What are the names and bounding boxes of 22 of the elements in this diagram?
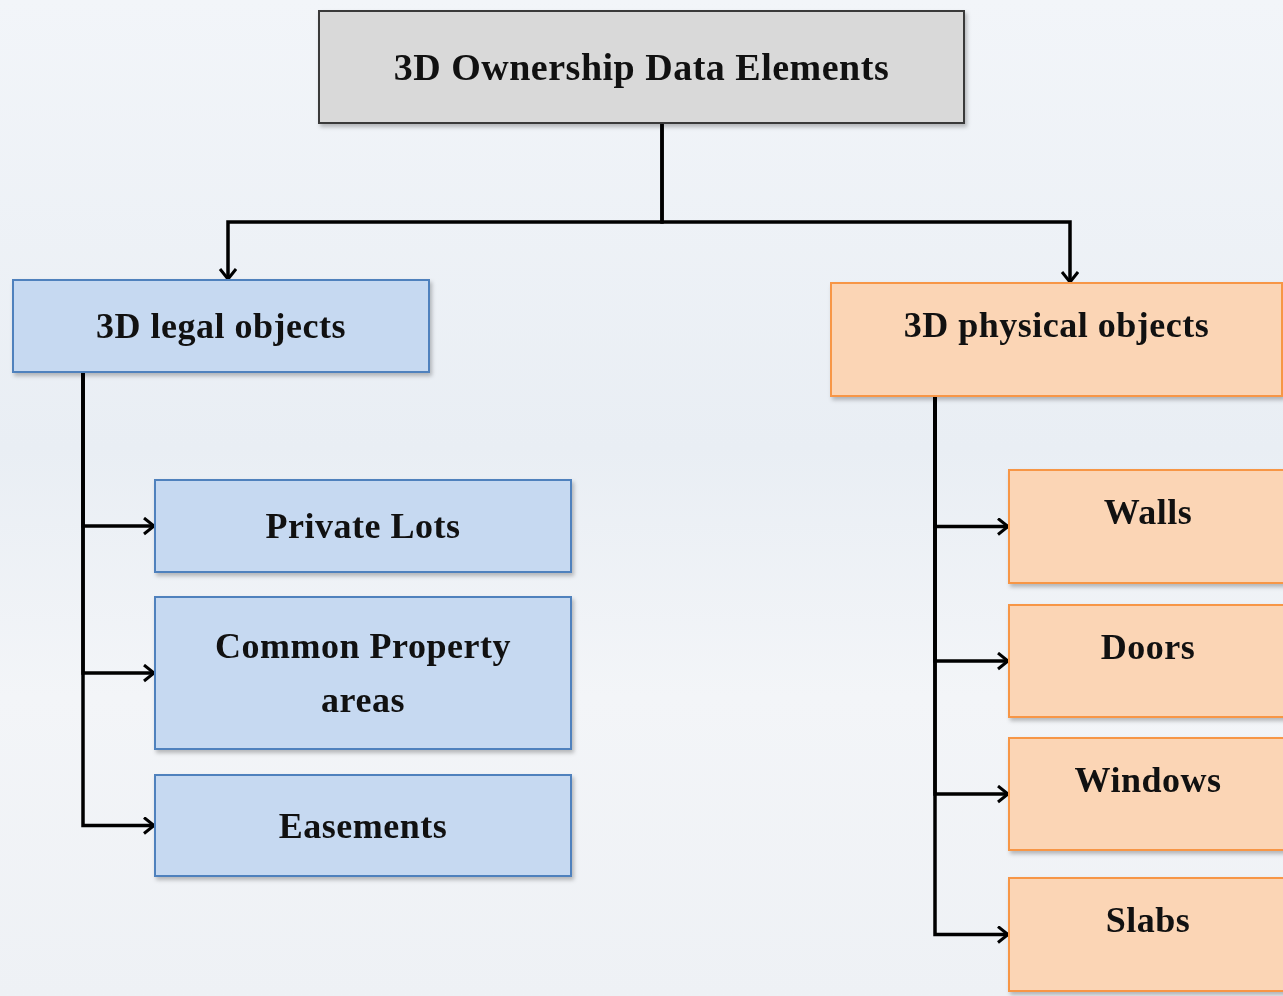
connector-arrow bbox=[660, 124, 1080, 284]
category-box bbox=[154, 596, 572, 750]
box-label: Doors bbox=[1100, 626, 1196, 669]
category-box bbox=[1008, 469, 1283, 584]
category-box bbox=[154, 479, 572, 573]
box-label: 3D physical objects bbox=[903, 304, 1210, 347]
connector-arrow bbox=[81, 373, 156, 835]
box-label: Private Lots bbox=[265, 505, 461, 548]
category-box bbox=[318, 10, 965, 124]
box-label: Walls bbox=[1103, 491, 1193, 534]
box-label: Common Property areas bbox=[214, 625, 512, 722]
category-box bbox=[154, 774, 572, 877]
box-label: Windows bbox=[1074, 759, 1222, 802]
box-label: 3D legal objects bbox=[96, 305, 346, 348]
box-label: Slabs bbox=[1105, 899, 1191, 942]
category-box bbox=[1008, 877, 1283, 992]
box-label: Easements bbox=[278, 804, 448, 848]
category-box bbox=[830, 282, 1283, 397]
category-box bbox=[1008, 737, 1283, 851]
box-label: 3D Ownership Data Elements bbox=[393, 44, 890, 90]
category-box bbox=[1008, 604, 1283, 718]
category-box bbox=[12, 279, 430, 373]
